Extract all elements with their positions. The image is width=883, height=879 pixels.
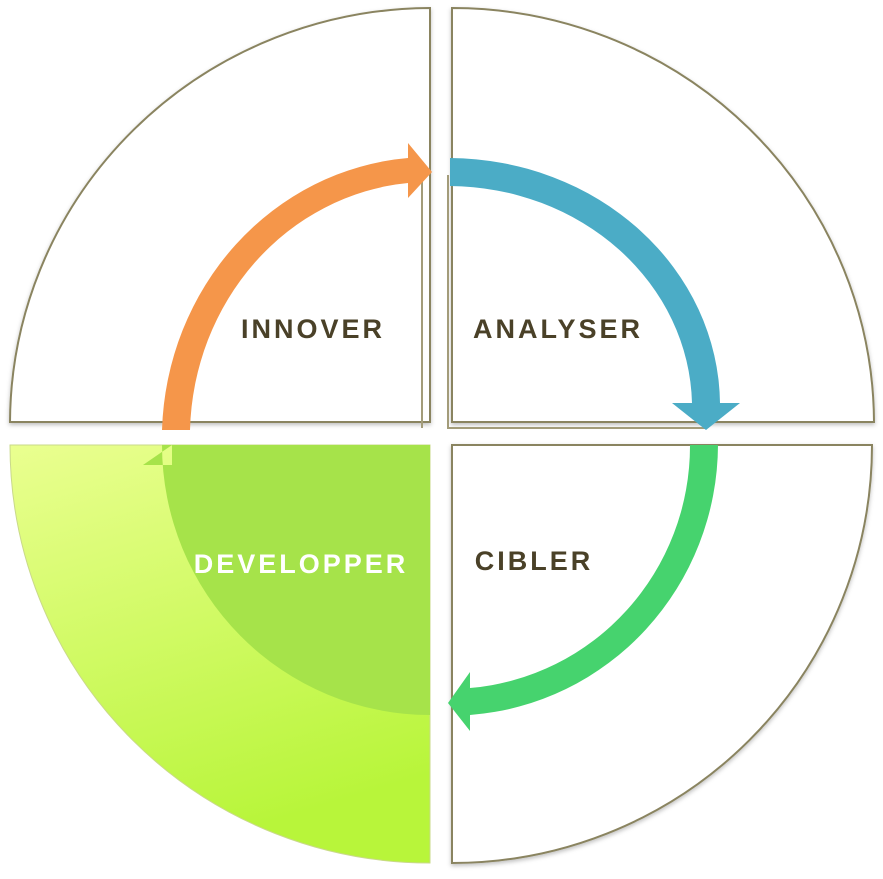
- label-analyser: ANALYSER: [473, 314, 643, 344]
- inner-frame-analyser: [447, 175, 705, 429]
- quadrant-analyser: [451, 6, 876, 423]
- quadrant-innover: [8, 6, 431, 423]
- arrow-analyser: [450, 158, 740, 430]
- arrow-cibler: [448, 445, 718, 731]
- label-innover: INNOVER: [241, 314, 385, 344]
- label-developper: DEVELOPPER: [194, 549, 409, 579]
- arrow-innover: [162, 143, 432, 430]
- arrow-developper: [143, 445, 430, 715]
- quadrant-cibler: [451, 444, 874, 865]
- label-cibler: CIBLER: [475, 546, 594, 576]
